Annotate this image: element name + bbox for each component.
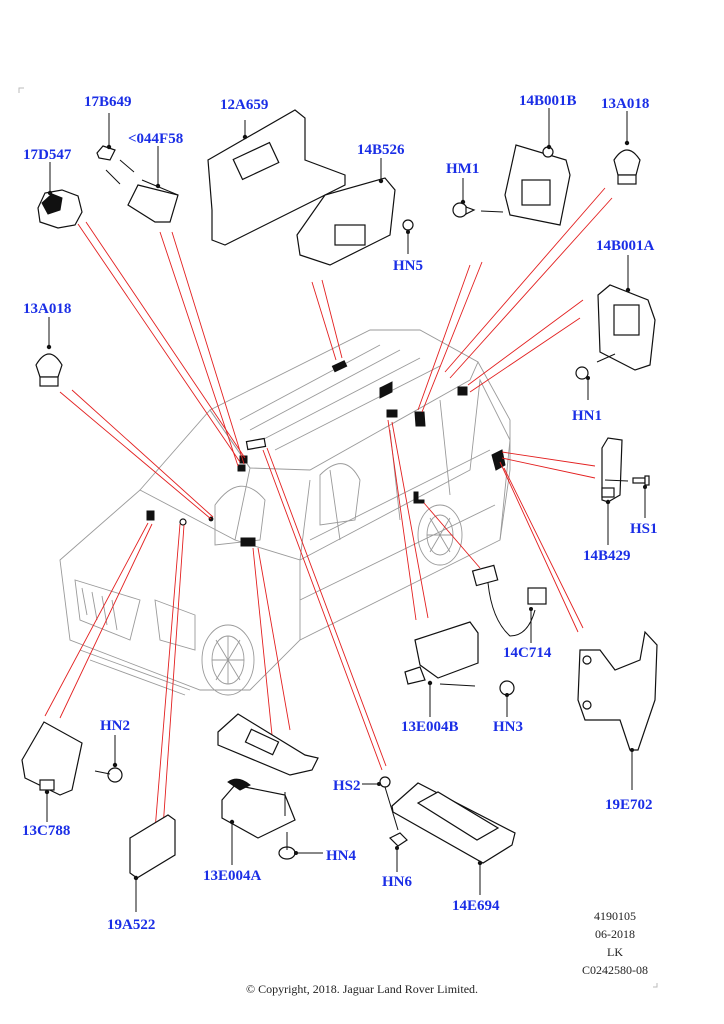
part-13A018-left bbox=[35, 317, 63, 387]
part-14B001A bbox=[596, 255, 656, 371]
part-label-14C714[interactable]: 14C714 bbox=[503, 645, 552, 661]
part-label-13E004A[interactable]: 13E004A bbox=[203, 868, 262, 884]
part-13E004B bbox=[404, 621, 479, 717]
part-14B429 bbox=[601, 437, 629, 545]
part-label-14B001A[interactable]: 14B001A bbox=[596, 238, 655, 254]
part-label-14B526[interactable]: 14B526 bbox=[357, 142, 405, 158]
part-13A018-top bbox=[613, 111, 641, 185]
part-HN5 bbox=[402, 219, 414, 254]
copyright-notice: © Copyright, 2018. Jaguar Land Rover Lim… bbox=[245, 982, 479, 996]
part-13E004A bbox=[221, 778, 296, 865]
part-12A659 bbox=[207, 109, 346, 246]
part-14B526 bbox=[296, 158, 396, 266]
callout-lines bbox=[44, 187, 613, 831]
part-label-13A018-left[interactable]: 13A018 bbox=[23, 301, 72, 317]
part-17B649 bbox=[96, 113, 135, 185]
part-HS1 bbox=[632, 475, 650, 518]
part-14B001B bbox=[504, 108, 571, 226]
reference-date: 06-2018 bbox=[595, 927, 635, 941]
part-HN2 bbox=[94, 735, 123, 783]
part-19E702 bbox=[577, 630, 658, 790]
part-17D547 bbox=[37, 162, 83, 229]
crop-mark bbox=[653, 983, 658, 988]
part-044F58 bbox=[127, 146, 179, 223]
part-HM1 bbox=[452, 178, 504, 218]
part-label-19A522[interactable]: 19A522 bbox=[107, 917, 156, 933]
part-label-12A659[interactable]: 12A659 bbox=[220, 97, 269, 113]
part-label-19E702[interactable]: 19E702 bbox=[605, 797, 653, 813]
reference-number: 4190105 bbox=[594, 909, 636, 923]
part-label-13E004B[interactable]: 13E004B bbox=[401, 719, 459, 735]
vehicle-outline bbox=[59, 329, 511, 696]
part-HS2 bbox=[362, 776, 399, 831]
part-label-13A018-top[interactable]: 13A018 bbox=[601, 96, 650, 112]
part-label-HN3[interactable]: HN3 bbox=[493, 719, 523, 735]
part-label-HN4[interactable]: HN4 bbox=[326, 848, 356, 864]
part-14C714 bbox=[471, 564, 547, 643]
part-HN3 bbox=[499, 680, 515, 717]
part-label-HS2[interactable]: HS2 bbox=[333, 778, 361, 794]
reference-code: C0242580-08 bbox=[582, 963, 648, 977]
part-HN4 bbox=[278, 832, 323, 860]
part-label-14E694[interactable]: 14E694 bbox=[452, 898, 500, 914]
part-label-17B649[interactable]: 17B649 bbox=[84, 94, 132, 110]
crop-mark bbox=[18, 87, 24, 93]
part-label-HN1[interactable]: HN1 bbox=[572, 408, 602, 424]
part-label-14B001B[interactable]: 14B001B bbox=[519, 93, 577, 109]
part-label-HN6[interactable]: HN6 bbox=[382, 874, 412, 890]
part-label-HM1[interactable]: HM1 bbox=[446, 161, 480, 177]
part-14E694 bbox=[391, 782, 516, 895]
part-label-HN5[interactable]: HN5 bbox=[393, 258, 423, 274]
part-19A522 bbox=[129, 814, 176, 912]
part-13C788 bbox=[21, 721, 83, 822]
part-label-14B429[interactable]: 14B429 bbox=[583, 548, 631, 564]
part-label-HS1[interactable]: HS1 bbox=[630, 521, 658, 537]
part-label-13C788[interactable]: 13C788 bbox=[22, 823, 71, 839]
reference-initials: LK bbox=[607, 945, 623, 959]
part-HN1 bbox=[575, 366, 590, 400]
reference-block: 4190105 06-2018 LK C0242580-08 bbox=[560, 907, 670, 979]
part-label-044F58[interactable]: <044F58 bbox=[128, 131, 184, 147]
part-label-HN2[interactable]: HN2 bbox=[100, 718, 130, 734]
part-HN6 bbox=[388, 832, 408, 872]
part-label-17D547[interactable]: 17D547 bbox=[23, 147, 72, 163]
part-13E004A-bracket bbox=[217, 713, 319, 776]
